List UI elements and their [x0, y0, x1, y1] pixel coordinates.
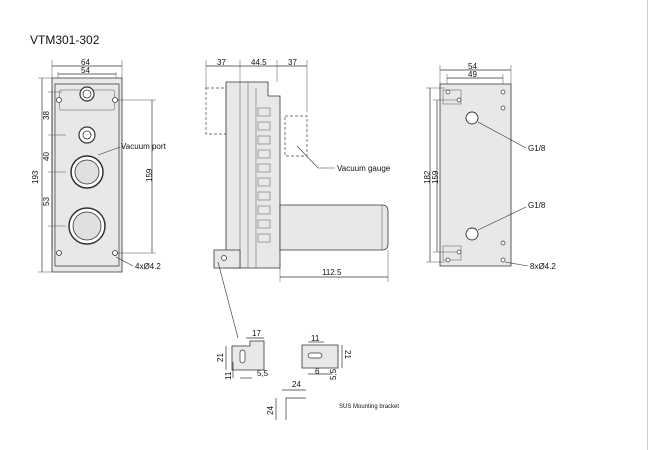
side-length-label: 112.5 [322, 268, 342, 277]
rear-height-159: 159 [431, 170, 440, 184]
vacuum-gauge-label: Vacuum gauge [337, 164, 391, 173]
bracket-left: 17 21 11 5,5 [216, 329, 269, 380]
rear-view: 54 49 182 159 G1/8 G1/8 8xØ4.2 [423, 62, 556, 271]
bracket-dim-11-right: 11 [311, 334, 320, 343]
page-edge-line [647, 0, 648, 450]
rear-port-top-label: G1/8 [528, 144, 546, 153]
front-width-outer: 64 [81, 58, 90, 67]
side-dim-left: 37 [217, 58, 226, 67]
front-dim-53: 53 [42, 197, 51, 206]
rear-body [439, 83, 512, 267]
bracket-dim-11-left: 11 [224, 371, 233, 380]
front-width-inner: 54 [81, 66, 90, 75]
rear-height-182: 182 [423, 170, 432, 184]
bracket-dim-21-right: 21 [343, 350, 352, 359]
bracket-dim-5-5-left: 5,5 [257, 369, 269, 378]
front-height-193: 193 [31, 170, 40, 184]
front-view: 64 54 193 38 40 53 [31, 58, 167, 273]
side-view: 37 44.5 37 [205, 58, 391, 339]
rear-hole-label: 8xØ4.2 [530, 262, 556, 271]
bracket-profile: 24 24 SUS Mounting bracket [266, 380, 399, 420]
side-body [225, 81, 281, 269]
side-ribs [257, 107, 271, 243]
side-dim-mid: 44.5 [251, 58, 267, 67]
rear-port-bottom-label: G1/8 [528, 201, 546, 210]
front-dim-40: 40 [42, 152, 51, 161]
bracket-dim-24-side: 24 [266, 406, 275, 415]
bracket-caption: SUS Mounting bracket [339, 404, 399, 410]
front-dim-38: 38 [42, 111, 51, 120]
bracket-dim-6: 6 [315, 367, 320, 376]
bracket-dim-5-5-right: 5,5 [329, 368, 338, 380]
drawing-title: VTM301-302 [30, 33, 100, 47]
bracket-dim-24-top: 24 [292, 380, 301, 389]
side-dim-right: 37 [288, 58, 297, 67]
front-hole-label: 4xØ4.2 [135, 262, 161, 271]
rear-width-inner: 49 [468, 70, 477, 79]
rear-width-outer: 54 [468, 62, 477, 71]
front-height-159: 159 [145, 168, 154, 182]
side-cylinder [279, 204, 389, 251]
side-gauge-right [284, 115, 308, 157]
bracket-right: 11 21 6 5,5 [301, 334, 352, 380]
side-gauge-left [205, 87, 227, 135]
bracket-dim-17: 17 [252, 329, 261, 338]
bracket-dim-21-left: 21 [216, 353, 225, 362]
vacuum-port-label: Vacuum port [121, 142, 167, 151]
